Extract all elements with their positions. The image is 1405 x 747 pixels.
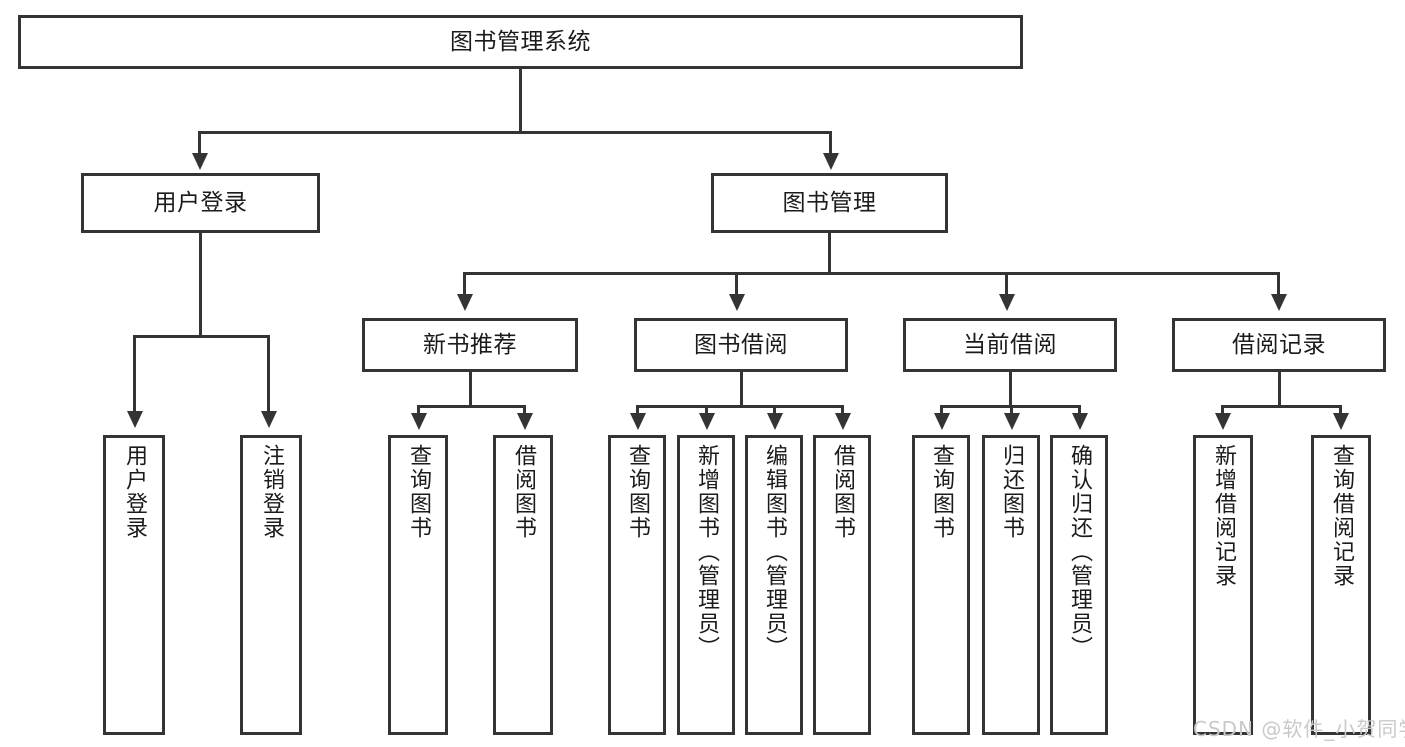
node-label: 图书借阅: [694, 331, 788, 358]
leaf-user-logout[interactable]: 注销登录: [240, 435, 302, 735]
arrow-root-to-user-login: [192, 153, 208, 170]
arrow-bm-to-current-borrow: [999, 294, 1015, 311]
node-label: 用户登录: [153, 189, 248, 216]
connector-book-management-bar: [463, 272, 1280, 275]
connector-user-login-stem: [199, 233, 202, 335]
connector-cb-d2: [1010, 405, 1013, 415]
connector-new-book-bar: [417, 405, 525, 408]
node-label: 编辑图书（管理员）: [761, 444, 787, 660]
connector-book-borrow-stem: [740, 372, 743, 405]
connector-root-to-book-management: [829, 131, 832, 156]
node-label: 图书管理: [782, 189, 877, 216]
node-label: 查询图书: [405, 444, 431, 540]
arrow-br-to-leaf-2: [1333, 413, 1349, 430]
connector-bb-d3: [773, 405, 776, 415]
arrow-user-login-to-leaf-2: [261, 411, 277, 428]
leaf-return-book[interactable]: 归还图书: [982, 435, 1040, 735]
arrow-cb-to-leaf-3: [1072, 413, 1088, 430]
connector-user-login-bar: [133, 335, 267, 338]
connector-cb-d1: [940, 405, 943, 415]
connector-bb-d2: [705, 405, 708, 415]
node-current-borrow[interactable]: 当前借阅: [903, 318, 1117, 372]
arrow-root-to-book-management: [823, 153, 839, 170]
node-label: 新书推荐: [423, 331, 517, 358]
node-label: 当前借阅: [963, 331, 1057, 358]
connector-bm-to-borrow-record: [1277, 272, 1280, 297]
arrow-bm-to-book-borrow: [729, 294, 745, 311]
leaf-query-record[interactable]: 查询借阅记录: [1311, 435, 1371, 735]
node-label: 借阅图书: [510, 444, 536, 540]
leaf-query-book-1[interactable]: 查询图书: [388, 435, 448, 735]
connector-user-login-right: [267, 335, 270, 413]
arrow-bb-to-leaf-4: [835, 413, 851, 430]
connector-new-book-stem: [469, 372, 472, 405]
node-label: 确认归还（管理员）: [1066, 444, 1092, 660]
connector-user-login-left: [133, 335, 136, 413]
node-new-book-recommend[interactable]: 新书推荐: [362, 318, 578, 372]
connector-bm-to-current-borrow: [1005, 272, 1008, 297]
arrow-bb-to-leaf-3: [767, 413, 783, 430]
leaf-borrow-book-2[interactable]: 借阅图书: [813, 435, 871, 735]
node-label: 借阅图书: [829, 444, 855, 540]
leaf-query-book-2[interactable]: 查询图书: [608, 435, 666, 735]
csdn-watermark: CSDN @软件_小贺同学: [1193, 717, 1405, 741]
arrow-cb-to-leaf-2: [1004, 413, 1020, 430]
connector-book-management-stem: [828, 233, 831, 272]
node-label: 用户登录: [121, 444, 147, 540]
arrow-bm-to-new-book: [457, 294, 473, 311]
node-book-management[interactable]: 图书管理: [711, 173, 948, 233]
connector-root-bar: [198, 131, 832, 134]
node-label: 新增图书（管理员）: [693, 444, 719, 660]
connector-new-book-left: [417, 405, 420, 415]
node-label: 查询图书: [928, 444, 954, 540]
leaf-edit-book[interactable]: 编辑图书（管理员）: [745, 435, 803, 735]
connector-borrow-record-bar: [1221, 405, 1341, 408]
connector-root-stem: [519, 69, 522, 131]
connector-bb-d4: [841, 405, 844, 415]
connector-bm-to-book-borrow: [735, 272, 738, 297]
node-borrow-record[interactable]: 借阅记录: [1172, 318, 1386, 372]
arrow-bb-to-leaf-2: [699, 413, 715, 430]
leaf-user-login[interactable]: 用户登录: [103, 435, 165, 735]
connector-root-to-user-login: [198, 131, 201, 156]
leaf-confirm-return[interactable]: 确认归还（管理员）: [1050, 435, 1108, 735]
connector-book-borrow-bar: [636, 405, 844, 408]
arrow-user-login-to-leaf-1: [127, 411, 143, 428]
leaf-add-record[interactable]: 新增借阅记录: [1193, 435, 1253, 735]
arrow-bb-to-leaf-1: [630, 413, 646, 430]
node-label: 新增借阅记录: [1210, 444, 1236, 588]
node-label: 查询借阅记录: [1328, 444, 1354, 588]
node-label: 注销登录: [258, 444, 284, 540]
node-book-borrow[interactable]: 图书借阅: [634, 318, 848, 372]
leaf-query-book-3[interactable]: 查询图书: [912, 435, 970, 735]
node-label: 归还图书: [998, 444, 1024, 540]
connector-bb-d1: [636, 405, 639, 415]
connector-bm-to-new-book: [463, 272, 466, 297]
arrow-new-book-to-leaf-1: [411, 413, 427, 430]
node-label: 图书管理系统: [450, 28, 591, 55]
arrow-new-book-to-leaf-2: [517, 413, 533, 430]
leaf-add-book[interactable]: 新增图书（管理员）: [677, 435, 735, 735]
arrow-bm-to-borrow-record: [1271, 294, 1287, 311]
arrow-br-to-leaf-1: [1215, 413, 1231, 430]
connector-current-borrow-stem: [1009, 372, 1012, 405]
node-user-login[interactable]: 用户登录: [81, 173, 320, 233]
arrow-cb-to-leaf-1: [934, 413, 950, 430]
node-label: 借阅记录: [1232, 331, 1326, 358]
connector-cb-d3: [1078, 405, 1081, 415]
connector-borrow-record-stem: [1278, 372, 1281, 405]
connector-br-d1: [1221, 405, 1224, 415]
leaf-borrow-book-1[interactable]: 借阅图书: [493, 435, 553, 735]
node-label: 查询图书: [624, 444, 650, 540]
connector-br-d2: [1339, 405, 1342, 415]
node-root-book-management-system[interactable]: 图书管理系统: [18, 15, 1023, 69]
connector-new-book-right: [523, 405, 526, 415]
